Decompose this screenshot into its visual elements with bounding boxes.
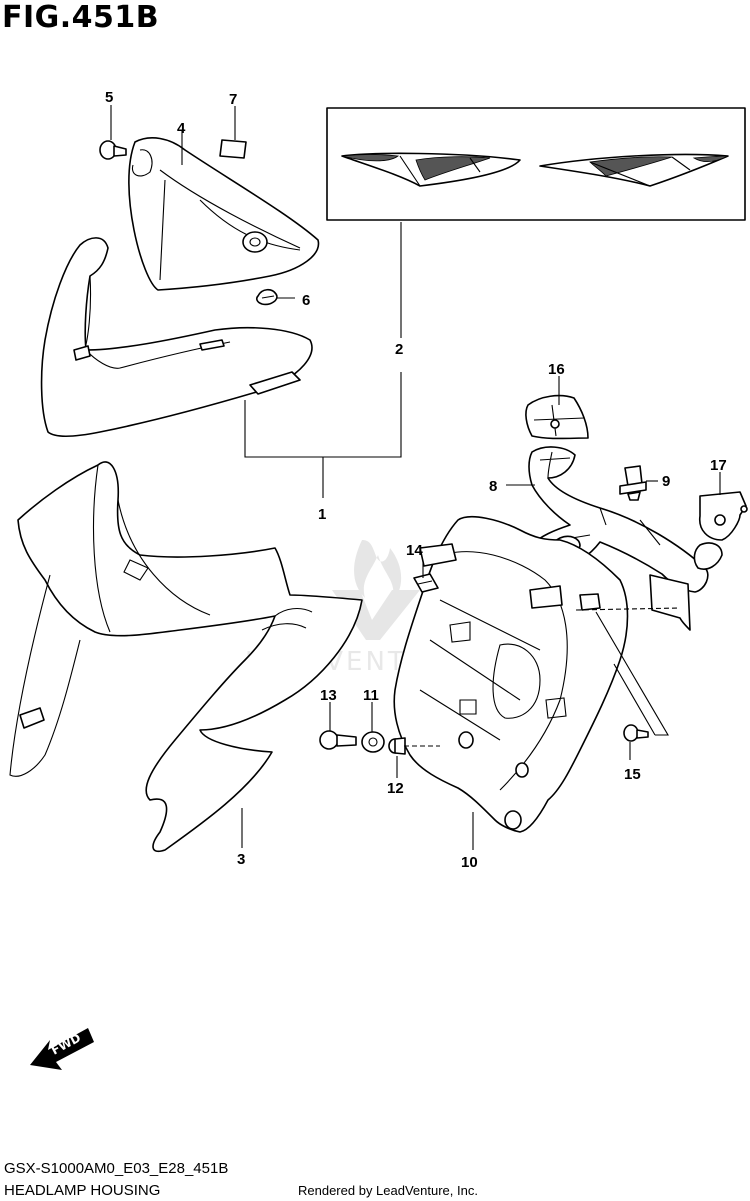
part-11-grommet (361, 731, 385, 753)
callout-7: 7 (229, 91, 237, 108)
section-name: HEADLAMP HOUSING (4, 1182, 161, 1199)
part-6-clip (256, 288, 278, 306)
callout-5: 5 (105, 89, 113, 106)
callout-3: 3 (237, 851, 245, 868)
part-15-screw (623, 724, 649, 742)
render-credit: Rendered by LeadVenture, Inc. (298, 1183, 478, 1198)
callout-2: 2 (395, 341, 403, 358)
part-14-nut (413, 573, 439, 593)
part-4-upper-cover (128, 137, 320, 291)
part-10-housing (393, 516, 629, 833)
callout-6: 6 (302, 292, 310, 309)
callout-10: 10 (461, 854, 478, 871)
callout-11: 11 (363, 687, 379, 704)
part-17-bracket (698, 491, 748, 541)
part-1-front-cowl (40, 237, 313, 437)
decal-set-box (326, 107, 746, 221)
callout-labels: 1 2 3 4 5 6 7 8 9 10 11 12 13 14 15 16 1… (105, 89, 727, 871)
callout-9: 9 (662, 473, 670, 490)
part-13-bolt (319, 730, 357, 750)
callout-8: 8 (489, 478, 497, 495)
callout-17: 17 (710, 457, 727, 474)
part-9-pin (619, 465, 647, 501)
figure-title: FIG.451B (2, 0, 160, 35)
callout-4: 4 (177, 120, 186, 137)
part-5-screw (99, 140, 127, 160)
callout-13: 13 (320, 687, 337, 704)
callout-12: 12 (387, 780, 404, 797)
model-code: GSX-S1000AM0_E03_E28_451B (4, 1160, 229, 1177)
part-12-collar (388, 737, 406, 755)
callout-16: 16 (548, 361, 565, 378)
part-7-pad (219, 139, 247, 159)
fwd-arrow-icon: FWD (30, 1028, 94, 1070)
callout-15: 15 (624, 766, 641, 783)
part-3-side-fairing (9, 461, 363, 852)
callout-1: 1 (318, 506, 326, 523)
part-16-bracket (525, 394, 589, 440)
leader-lines (110, 105, 721, 850)
callout-14: 14 (406, 542, 423, 559)
